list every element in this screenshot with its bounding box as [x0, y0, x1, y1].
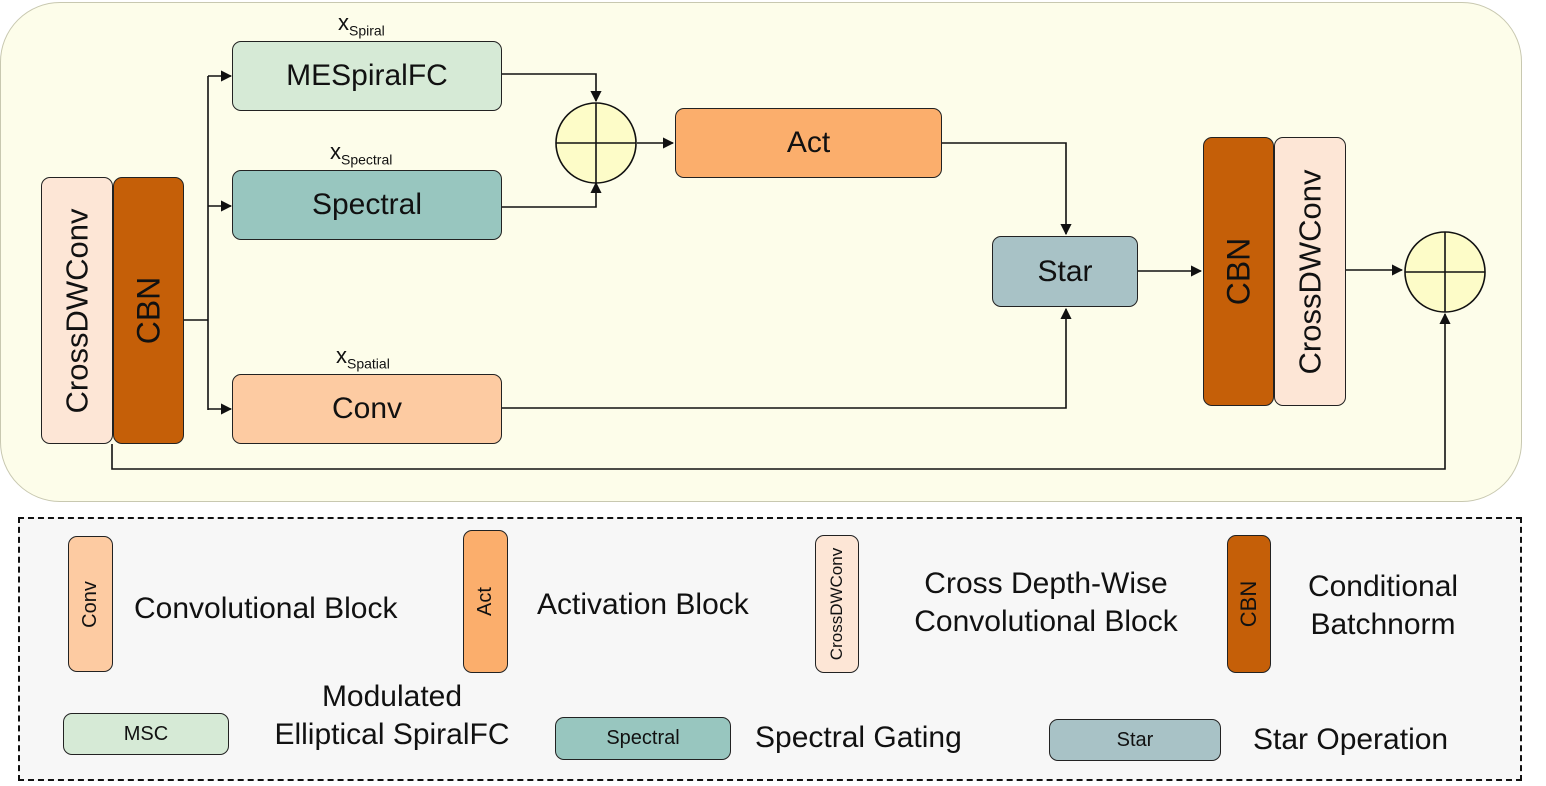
legend-conv-desc: Convolutional Block [134, 592, 398, 625]
cbn-left-label: CBN [130, 276, 166, 345]
mespiralfc-label: MESpiralFC [286, 59, 448, 92]
conv-block: Conv [232, 374, 502, 444]
crossdwconv-right-label: CrossDWConv [1292, 169, 1327, 374]
legend-act-desc: Activation Block [537, 588, 749, 621]
legend-star-icon: Star [1049, 719, 1221, 761]
mespiralfc-block: MESpiralFC [232, 41, 502, 111]
star-label: Star [1037, 254, 1093, 288]
residual-arrow [111, 312, 1451, 470]
add-node-2 [1404, 231, 1486, 313]
arrow-conv-to-star [502, 307, 1072, 409]
x-spatial-label: xSpatial [336, 343, 390, 372]
spectral-label: Spectral [311, 188, 423, 221]
conv-label: Conv [331, 392, 403, 425]
arrow-act-to-star [942, 142, 1072, 236]
arrow-spectral-to-add [502, 181, 602, 208]
legend-crossdwconv-icon: CrossDWConv [815, 535, 859, 673]
star-block: Star [992, 236, 1138, 307]
cbn-right-label: CBN [1220, 237, 1256, 306]
legend-cbn-desc: Conditional Batchnorm [1307, 570, 1459, 641]
x-spiral-label: xSpiral [338, 10, 385, 39]
act-block: Act [675, 108, 942, 178]
arrow-mespiral-to-add [502, 73, 602, 103]
cbn-block-right: CBN [1203, 137, 1274, 406]
crossdwconv-left-label: CrossDWConv [59, 208, 94, 413]
cbn-block-left: CBN [113, 177, 184, 444]
legend-conv-icon: Conv [68, 536, 113, 672]
legend-spectral-desc: Spectral Gating [755, 721, 962, 754]
legend-msc-icon: MSC [63, 713, 229, 755]
legend-act-icon: Act [463, 530, 508, 673]
act-label: Act [786, 126, 831, 159]
legend-spectral-icon: Spectral [555, 717, 731, 760]
legend-cbn-icon: CBN [1227, 535, 1271, 673]
legend-star-desc: Star Operation [1253, 723, 1449, 756]
legend-crossdwconv-desc: Cross Depth-Wise Convolutional Block [914, 567, 1178, 638]
crossdwconv-block-right: CrossDWConv [1274, 137, 1346, 406]
legend-panel [18, 517, 1522, 781]
legend-msc-desc: Modulated Elliptical SpiralFC [274, 680, 510, 751]
x-spectral-label: xSpectral [330, 139, 393, 168]
spectral-block: Spectral [232, 170, 502, 240]
add-node-1 [555, 102, 637, 184]
crossdwconv-block-left: CrossDWConv [41, 177, 113, 444]
